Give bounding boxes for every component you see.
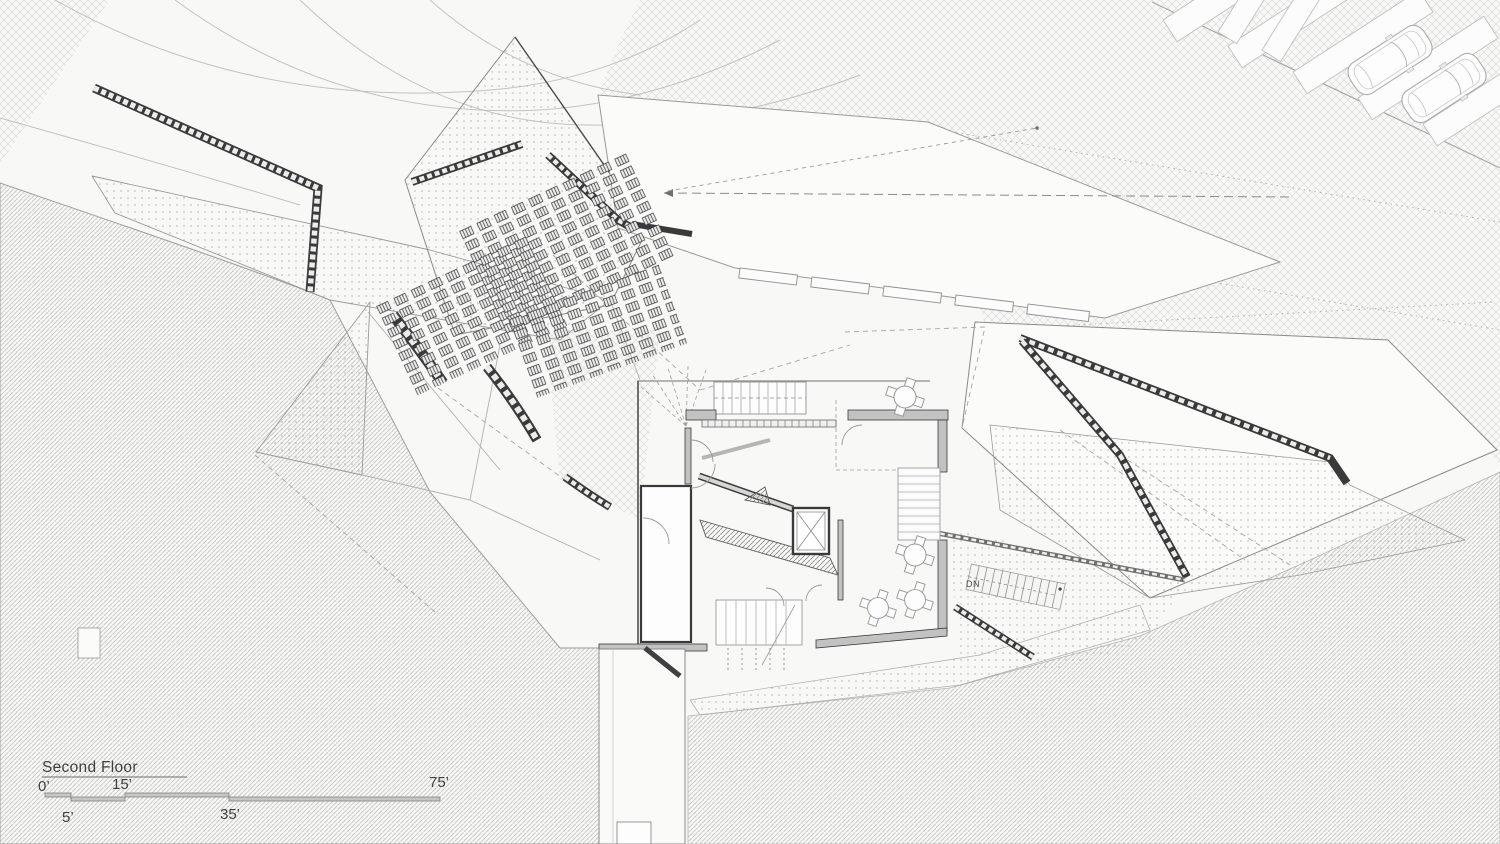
terrain-crosshatch-topleft xyxy=(0,0,110,165)
seating-cluster-east xyxy=(508,263,688,398)
scale-tick-75: 75’ xyxy=(429,774,449,791)
door-swings xyxy=(642,424,863,607)
cafe-table xyxy=(859,589,897,627)
angled-wall-stub xyxy=(643,646,682,678)
skylight-band-northwest xyxy=(92,83,323,293)
roof-plane-west-triangle xyxy=(255,301,371,476)
roof-plane-south-wedge xyxy=(689,604,1151,716)
stair-east xyxy=(897,467,941,541)
scale-bar-segments xyxy=(44,792,441,802)
west-site-step xyxy=(77,627,101,659)
auditorium-seating xyxy=(375,151,688,398)
leader-lines xyxy=(663,126,1293,198)
cafe-table xyxy=(896,581,934,619)
cafe-table xyxy=(895,535,935,575)
parking-stalls xyxy=(1162,0,1500,147)
floor-title: Second Floor xyxy=(42,759,138,776)
stair-edge-ticks xyxy=(701,419,837,428)
south-corridor xyxy=(77,627,686,844)
scale-tick-35: 35’ xyxy=(220,806,240,823)
scale-tick-0: 0’ xyxy=(38,778,50,795)
stair-north xyxy=(713,381,807,415)
scale-bar: Second Floor 0’ 15’ 75’ 5’ 35’ xyxy=(38,759,449,826)
floor-plan-core xyxy=(598,365,949,670)
seating-cluster-west xyxy=(375,233,572,396)
leader-endpoint-dot xyxy=(1035,126,1039,130)
stair-south xyxy=(715,599,803,670)
terrain-hatch-left xyxy=(0,182,601,844)
corridor-body xyxy=(598,648,686,844)
corridor-lower-segment xyxy=(616,821,652,844)
stair-down-exterior: DN xyxy=(965,563,1066,610)
skylight-band-east xyxy=(1018,334,1351,579)
scale-tick-15: 15’ xyxy=(112,776,132,793)
dn-label: DN xyxy=(966,579,980,589)
plaza-dotted-lines xyxy=(939,129,1500,331)
elevator-shaft xyxy=(791,506,831,556)
parking-area xyxy=(1162,0,1500,147)
skylight-band-south xyxy=(931,529,1186,660)
leader-arrowhead xyxy=(664,189,673,197)
roof-window-strips xyxy=(738,267,1091,322)
scale-tick-5: 5’ xyxy=(62,809,74,826)
gallery-ramp xyxy=(697,438,839,576)
west-room xyxy=(639,484,693,644)
